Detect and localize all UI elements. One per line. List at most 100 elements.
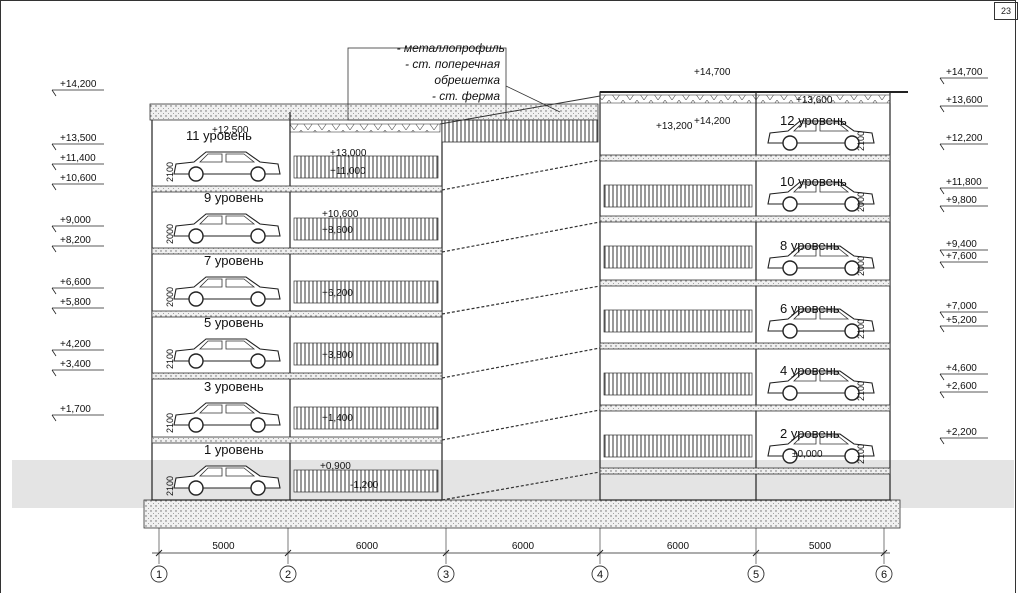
right-elevation-mark: +7,600 bbox=[946, 251, 977, 262]
axis-label: 6 bbox=[881, 569, 887, 581]
car-wheel bbox=[188, 480, 204, 496]
right-roof-truss bbox=[599, 94, 891, 104]
car-height-dim: 2100 bbox=[856, 381, 866, 401]
left-louver bbox=[293, 155, 439, 179]
callout-leader bbox=[505, 85, 561, 113]
right-floor-slab bbox=[599, 154, 891, 162]
span-dimension: 5000 bbox=[212, 541, 235, 552]
sheet-number: 23 bbox=[994, 2, 1018, 20]
material-3: обрешетка bbox=[434, 73, 500, 87]
right-level-label: 8 уровень bbox=[780, 238, 840, 253]
car-wheel bbox=[188, 228, 204, 244]
car-wheel bbox=[188, 166, 204, 182]
car bbox=[173, 276, 281, 307]
left-elevation-mark: +11,400 bbox=[60, 153, 96, 164]
left-floor-slab bbox=[151, 247, 443, 255]
car-window bbox=[199, 404, 256, 414]
right-level-label: 4 уровень bbox=[780, 363, 840, 378]
car-height-dim: 2100 bbox=[165, 476, 175, 496]
axis-label: 2 bbox=[285, 569, 291, 581]
right-elevation-mark: +2,600 bbox=[946, 381, 977, 392]
left-floor-slab bbox=[151, 372, 443, 380]
car-height-dim: 2000 bbox=[856, 192, 866, 212]
car-height-dim: 2000 bbox=[856, 256, 866, 276]
axis-bubble bbox=[150, 565, 168, 583]
mark-top-14700: +14,700 bbox=[694, 67, 731, 78]
right-floor-slab bbox=[599, 404, 891, 412]
right-louver bbox=[603, 184, 753, 208]
right-mark-tick bbox=[939, 77, 945, 85]
left-elevation-mark: +13,500 bbox=[60, 133, 97, 144]
mark-r-0000: ±0,000 bbox=[792, 449, 823, 460]
car-height-dim: 2100 bbox=[165, 349, 175, 369]
left-mark-tick bbox=[51, 183, 57, 191]
right-louver bbox=[603, 309, 753, 333]
ramp-line bbox=[441, 221, 601, 253]
car-window bbox=[793, 372, 850, 382]
car bbox=[173, 338, 281, 369]
left-roof-slab bbox=[149, 103, 599, 121]
car-height-dim: 2100 bbox=[856, 319, 866, 339]
left-floor-slab bbox=[151, 436, 443, 444]
car-wheel bbox=[188, 291, 204, 307]
ramp-line bbox=[441, 347, 601, 379]
material-callout-box bbox=[347, 47, 507, 121]
right-elevation-mark: +9,400 bbox=[946, 239, 977, 250]
right-mark-tick bbox=[939, 143, 945, 151]
car-wheel bbox=[782, 196, 798, 212]
right-mark-tick bbox=[939, 437, 945, 445]
car-height-dim: 2000 bbox=[165, 224, 175, 244]
right-elevation-mark: +5,200 bbox=[946, 315, 977, 326]
mark-left-top: +12,500 bbox=[212, 125, 249, 136]
car-wheel bbox=[250, 228, 266, 244]
car bbox=[173, 402, 281, 433]
left-elevation-mark: +10,600 bbox=[60, 173, 97, 184]
left-mark-tick bbox=[51, 245, 57, 253]
right-floor-slab bbox=[599, 215, 891, 223]
right-mark-tick bbox=[939, 187, 945, 195]
car-wheel bbox=[250, 353, 266, 369]
left-floor-slab bbox=[151, 310, 443, 318]
dimension-tick bbox=[880, 549, 888, 557]
axis-bubble bbox=[437, 565, 455, 583]
right-elevation-mark: +2,200 bbox=[946, 427, 977, 438]
left-louver bbox=[293, 406, 439, 430]
left-level-label: 9 уровень bbox=[204, 190, 264, 205]
span-dimension: 6000 bbox=[512, 541, 535, 552]
mark-ramp-4: +1,400 bbox=[322, 413, 353, 424]
car-wheel bbox=[782, 385, 798, 401]
car-height-dim: 2100 bbox=[165, 413, 175, 433]
car-wheel bbox=[844, 323, 860, 339]
left-level-label: 7 уровень bbox=[204, 253, 264, 268]
left-mark-tick bbox=[51, 349, 57, 357]
car-wheel bbox=[844, 135, 860, 151]
right-floor-slab bbox=[599, 342, 891, 350]
right-louver bbox=[603, 434, 753, 458]
right-elevation-mark: +13,600 bbox=[946, 95, 983, 106]
axis-bubble bbox=[591, 565, 609, 583]
car-window bbox=[199, 467, 256, 477]
dimension-tick bbox=[596, 549, 604, 557]
car-window bbox=[199, 278, 256, 288]
right-elevation-mark: +4,600 bbox=[946, 363, 977, 374]
car bbox=[173, 465, 281, 496]
car-window bbox=[793, 122, 850, 132]
span-dimension: 6000 bbox=[356, 541, 379, 552]
mark-r-13200: +13,200 bbox=[656, 121, 693, 132]
car-wheel bbox=[844, 385, 860, 401]
car bbox=[767, 433, 875, 464]
axis-label: 5 bbox=[753, 569, 759, 581]
dimension-tick bbox=[155, 549, 163, 557]
car-wheel bbox=[782, 260, 798, 276]
car-wheel bbox=[250, 291, 266, 307]
car bbox=[767, 120, 875, 151]
right-louver bbox=[603, 372, 753, 396]
right-elevation-mark: +11,800 bbox=[946, 177, 982, 188]
span-dimension: 5000 bbox=[809, 541, 832, 552]
car-window bbox=[793, 435, 850, 445]
car bbox=[767, 245, 875, 276]
canopy-line bbox=[439, 95, 601, 125]
axis-label: 4 bbox=[597, 569, 603, 581]
right-mark-tick bbox=[939, 325, 945, 333]
